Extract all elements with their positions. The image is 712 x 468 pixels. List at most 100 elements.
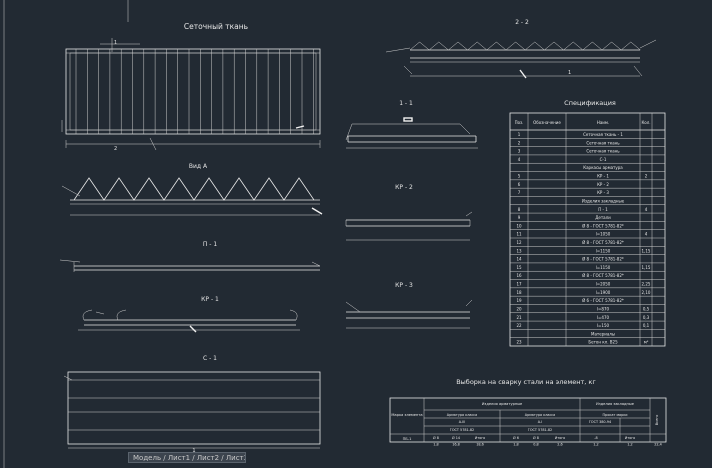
spec-row-pos: 20 [516,306,522,311]
title-kr1: КР - 1 [201,296,219,303]
spec-row-name: Ø 8 - ГОСТ 5781-82* [582,223,624,228]
spec-row-name: Изделия закладные [582,198,625,203]
spec-row-pos: 3 [518,149,521,154]
mesh-plan-view: Сеточный ткань 1 2 [61,22,321,152]
steel-value: 16,8 [452,443,460,447]
steel-std-1: ГОСТ 5781-82 [450,428,474,432]
layout-tab[interactable]: Модель / Лист1 / Лист2 / Лист3 [128,452,246,463]
kr-2-frame: КР - 2 [345,184,473,241]
title-p1: П - 1 [203,241,217,248]
spec-row-qty: 1,15 [642,248,651,253]
title-view-a: Вид А [189,163,208,170]
spec-header-designation: Обозначение [533,120,561,125]
title-s1: С - 1 [203,355,217,362]
title-specification: Спецификация [564,99,616,107]
spec-row-pos: 12 [516,240,522,245]
spec-row-pos: 2 [518,140,521,145]
spec-row-pos: 17 [516,282,522,287]
spec-row-name: l=2050 [596,282,611,287]
spec-row-name: КР - 1 [597,174,609,179]
spec-row-pos: 16 [516,273,522,278]
spec-row-pos: 15 [516,265,522,270]
spec-row-pos: 8 [518,207,521,212]
title-section-11: 1 - 1 [399,100,413,107]
steel-col-header: Итого [475,436,485,440]
spec-header-name: Наим. [597,120,609,125]
spec-row-pos: 19 [516,298,522,303]
spec-row-name: Материалы [591,331,615,336]
steel-value: 0,8 [533,443,538,447]
steel-class-a1: A-I [538,420,542,424]
spec-row-name: Бетон кл. B25 [588,340,618,345]
spec-row-name: l=470 [597,315,610,320]
spec-row-name: Сеточная ткань [586,149,620,154]
spec-row-qty: 4 [645,207,648,212]
spec-row-pos: 5 [518,174,521,179]
spec-row-qty: 0,1 [643,323,650,328]
steel-sub-rolled: Прокат марки [603,413,628,417]
steel-std-3: ГОСТ 380-94 [589,420,611,424]
steel-row-label: Марка элемента [391,413,422,417]
spec-row-pos: 1 [518,132,521,137]
spec-row-name: l=1900 [596,290,611,295]
steel-col-header: Ø 14 [452,435,460,440]
spec-row-qty: 4 [645,232,648,237]
spec-row-pos: 6 [518,182,521,187]
steel-group-reinforcement: Изделия арматурные [482,402,523,406]
steel-value: 1,2 [627,443,632,447]
spec-row-qty: 2,25 [642,282,651,287]
section-1-1: 1 - 1 [345,100,478,149]
steel-selection-table: Выборка на сварку стали на элемент, кг М… [389,378,667,447]
c-1-mesh: С - 1 1 [63,355,321,454]
dim-label-2: 2 [114,146,117,152]
steel-class-a3: A-III [459,420,465,424]
spec-row-name: Ø 6 - ГОСТ 5781-82* [582,298,624,303]
title-steel-table: Выборка на сварку стали на элемент, кг [456,378,596,386]
spec-row-pos: 7 [518,190,521,195]
dim-label-3: 1 [568,70,571,76]
spec-row-pos: 13 [516,248,522,253]
view-a: Вид А [61,163,323,216]
steel-group-embedded: Изделия закладные [596,402,635,406]
spec-row-pos: 23 [516,340,522,345]
dim-label-5: 1 [192,448,195,454]
spec-row-name: Каркасы арматура [583,165,623,170]
p-1-plate: П - 1 [59,241,321,272]
steel-sub-class-1: Арматура класса [447,413,478,417]
steel-col-header: Ø 6 [513,435,519,440]
steel-total-label: Всего [655,415,659,426]
spec-row-name: l=1150 [596,248,611,253]
section-2-2: 2 - 2 1 [385,19,657,79]
dim-label-1: 1 [114,40,117,46]
steel-sub-class-2: Арматура класса [525,413,556,417]
spec-row-name: l=150 [597,323,610,328]
spec-row-qty: 0,3 [643,315,650,320]
steel-value: 1,8 [433,443,438,447]
spec-row-name: l=1150 [596,265,611,270]
title-section-22: 2 - 2 [515,19,529,26]
spec-row-pos: 11 [516,232,522,237]
steel-std-2: ГОСТ 5781-82 [528,428,552,432]
steel-value: 18,6 [476,443,484,447]
spec-row-pos: 14 [516,257,522,262]
spec-row-name: Ø 8 - ГОСТ 5781-82* [582,240,624,245]
spec-row-qty: 2,10 [642,290,651,295]
specification-table: Спецификация Поз. Обозначение Наим. Кол.… [509,99,666,347]
spec-row-pos: 10 [516,223,522,228]
spec-row-pos: 9 [518,215,521,220]
spec-row-qty: 2 [645,174,648,179]
steel-value: 2,6 [557,443,562,447]
spec-row-name: КР - 2 [597,182,609,187]
spec-row-qty: м³ [644,340,649,345]
steel-col-header: Ø 8 [533,435,539,440]
spec-header-qty: Кол. [641,120,650,125]
steel-value: 22,4 [654,443,662,447]
spec-header-pos: Поз. [515,120,524,125]
steel-col-header: Итого [625,436,635,440]
steel-col-header: Ø 8 [433,435,439,440]
steel-col-header: Итого [555,436,565,440]
spec-row-name: Ø 8 - ГОСТ 5781-82* [582,257,624,262]
spec-row-pos: 22 [516,323,522,328]
kr-3-frame: КР - 3 [345,282,473,329]
steel-mark: ПБ-1 [403,437,412,441]
